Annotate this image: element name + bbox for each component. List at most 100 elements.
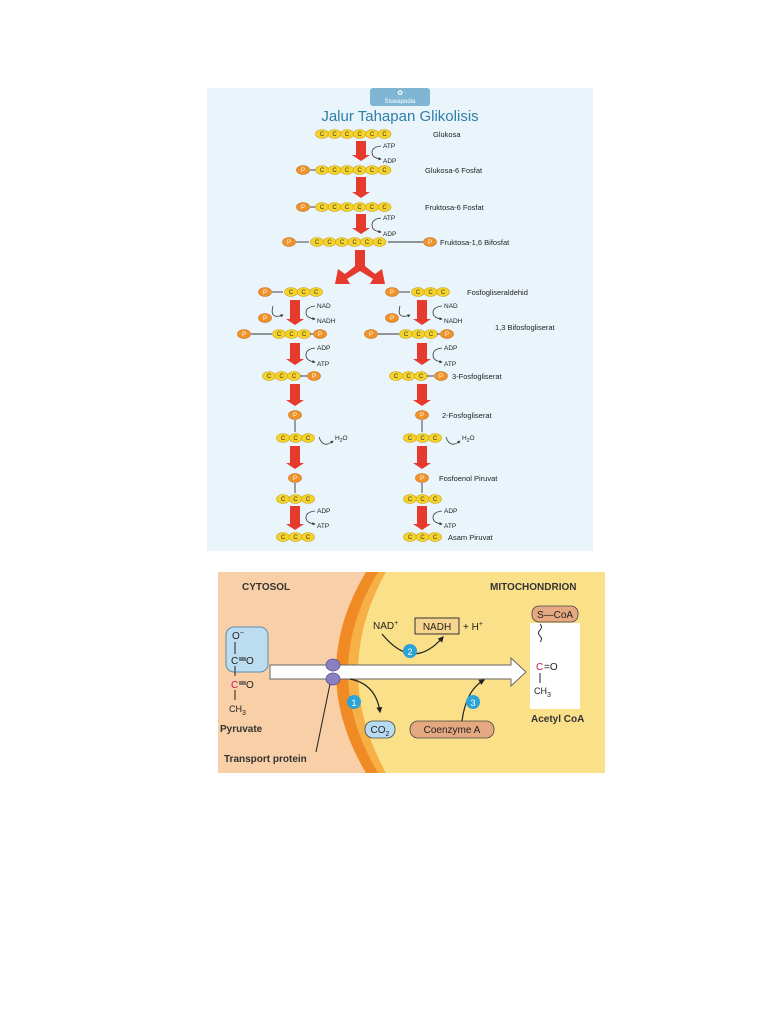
reaction-arrow bbox=[286, 343, 304, 365]
carbon-symbol: C bbox=[314, 290, 319, 296]
glycolysis-title: Jalur Tahapan Glikolisis bbox=[321, 108, 478, 125]
carbon-symbol: C bbox=[293, 535, 298, 541]
step-badge-2 bbox=[403, 644, 417, 658]
carbon-atom bbox=[372, 237, 387, 247]
reaction-arrow bbox=[286, 300, 304, 325]
step-number-2: 2 bbox=[407, 647, 412, 657]
phosphate-transfer-arrow bbox=[398, 305, 411, 318]
phosphate-group bbox=[307, 371, 321, 381]
cofactor-arrow bbox=[371, 145, 382, 161]
carbon-symbol: C bbox=[332, 205, 337, 211]
cofactor-arrow bbox=[371, 217, 382, 234]
phosphate-symbol: P bbox=[445, 332, 449, 338]
carbon-symbol: C bbox=[377, 240, 382, 246]
reaction-arrow bbox=[413, 446, 431, 469]
carbon-symbol: C bbox=[315, 240, 320, 246]
carbon-symbol: C bbox=[441, 290, 446, 296]
carbon-symbol: C bbox=[382, 168, 387, 174]
carbon-symbol: C bbox=[281, 436, 286, 442]
step-2-fosfogliserat: 2-Fosfogliserat bbox=[442, 411, 493, 420]
carbon-symbol: C bbox=[408, 535, 413, 541]
nadh-label: NADH bbox=[423, 622, 451, 633]
carbon-symbol: C bbox=[320, 205, 325, 211]
carbon-symbol: C bbox=[408, 497, 413, 503]
carboxyl-highlight bbox=[225, 626, 269, 673]
step-asam-piruvat: Asam Piruvat bbox=[448, 533, 494, 542]
phosphate-group bbox=[423, 237, 437, 247]
carbon-symbol: C bbox=[416, 332, 421, 338]
phosphate-group bbox=[258, 313, 272, 323]
phosphate-group bbox=[313, 329, 327, 339]
phosphate-symbol: P bbox=[293, 476, 297, 482]
phosphate-group bbox=[440, 329, 454, 339]
phosphate-symbol: P bbox=[242, 332, 246, 338]
reaction-arrow bbox=[286, 506, 304, 530]
s-coa-label: S—CoA bbox=[537, 610, 573, 621]
pyruvate-oxidation-diagram: CYTOSOL MITOCHONDRION O− C O C O CH3 Pyr… bbox=[218, 572, 605, 773]
phosphate-symbol: P bbox=[312, 374, 316, 380]
split-arrow bbox=[335, 250, 385, 284]
cofactor-out: ATP bbox=[444, 523, 456, 530]
carbon-symbol: C bbox=[419, 374, 424, 380]
step-badge-1 bbox=[347, 695, 361, 709]
phosphate-symbol: P bbox=[390, 290, 394, 296]
carbon-symbol: C bbox=[408, 436, 413, 442]
nadh-box bbox=[414, 617, 460, 635]
phosphate-transfer-arrow bbox=[271, 305, 284, 318]
carbon-symbol: C bbox=[345, 205, 350, 211]
carbon-symbol: C bbox=[327, 240, 332, 246]
carbon-symbol: C bbox=[306, 497, 311, 503]
carbonyl-carbon: C bbox=[231, 680, 238, 691]
carbon-symbol: C bbox=[420, 535, 425, 541]
cofactor-out: ADP bbox=[383, 231, 396, 238]
phosphate-group bbox=[415, 473, 429, 483]
reaction-arrow bbox=[352, 141, 370, 161]
carbon-symbol: C bbox=[433, 436, 438, 442]
reaction-arrow bbox=[352, 214, 370, 234]
step-number-3: 3 bbox=[470, 698, 475, 708]
cofactor-out: ATP bbox=[444, 361, 456, 368]
step-fosfogliseraldehid: Fosfogliseraldehid bbox=[467, 288, 528, 297]
water-label: H2O bbox=[335, 435, 348, 444]
acetyl-methyl: CH3 bbox=[534, 686, 551, 699]
carbon-symbol: C bbox=[340, 240, 345, 246]
carbon-atom bbox=[301, 494, 315, 504]
phosphate-group bbox=[385, 313, 399, 323]
carbon-symbol: C bbox=[293, 497, 298, 503]
carbon-atom bbox=[377, 129, 392, 139]
cofactor-in: NAD bbox=[317, 303, 331, 310]
co2-box bbox=[364, 720, 396, 739]
h-plus-label: + H+ bbox=[463, 621, 483, 633]
carbon-symbol: C bbox=[332, 132, 337, 138]
methyl-group: CH3 bbox=[229, 704, 246, 717]
carbon-symbol: C bbox=[370, 132, 375, 138]
carbon-symbol: C bbox=[429, 332, 434, 338]
carbon-symbol: C bbox=[382, 132, 387, 138]
carbon-symbol: C bbox=[332, 168, 337, 174]
transport-protein-bottom bbox=[325, 672, 341, 686]
reaction-arrow bbox=[413, 343, 431, 365]
cofactor-in: ATP bbox=[383, 143, 395, 150]
transport-protein-label: Transport protein bbox=[224, 754, 307, 765]
carbon-atom bbox=[428, 494, 442, 504]
carbon-symbol: C bbox=[289, 332, 294, 338]
reaction-arrow bbox=[413, 506, 431, 530]
carbon-atom bbox=[309, 287, 323, 297]
carbon-symbol: C bbox=[382, 205, 387, 211]
cofactor-in: ADP bbox=[444, 508, 457, 515]
step-3-fosfogliserat: 3-Fosfogliserat bbox=[452, 372, 503, 381]
phosphate-group bbox=[288, 473, 302, 483]
carbon-symbol: C bbox=[301, 290, 306, 296]
phosphate-group bbox=[296, 202, 310, 212]
cofactor-arrow bbox=[432, 510, 443, 526]
carbon-symbol: C bbox=[357, 205, 362, 211]
step-fruktosa-16-bifosfat: Fruktosa-1,6 Bifosfat bbox=[440, 238, 510, 247]
carbon-symbol: C bbox=[302, 332, 307, 338]
water-release-arrow bbox=[318, 436, 334, 445]
phosphate-symbol: P bbox=[263, 290, 267, 296]
phosphate-group bbox=[415, 410, 429, 420]
acetyl-carbon: C bbox=[536, 662, 543, 673]
transport-protein-top bbox=[325, 658, 341, 672]
phosphate-symbol: P bbox=[439, 374, 443, 380]
